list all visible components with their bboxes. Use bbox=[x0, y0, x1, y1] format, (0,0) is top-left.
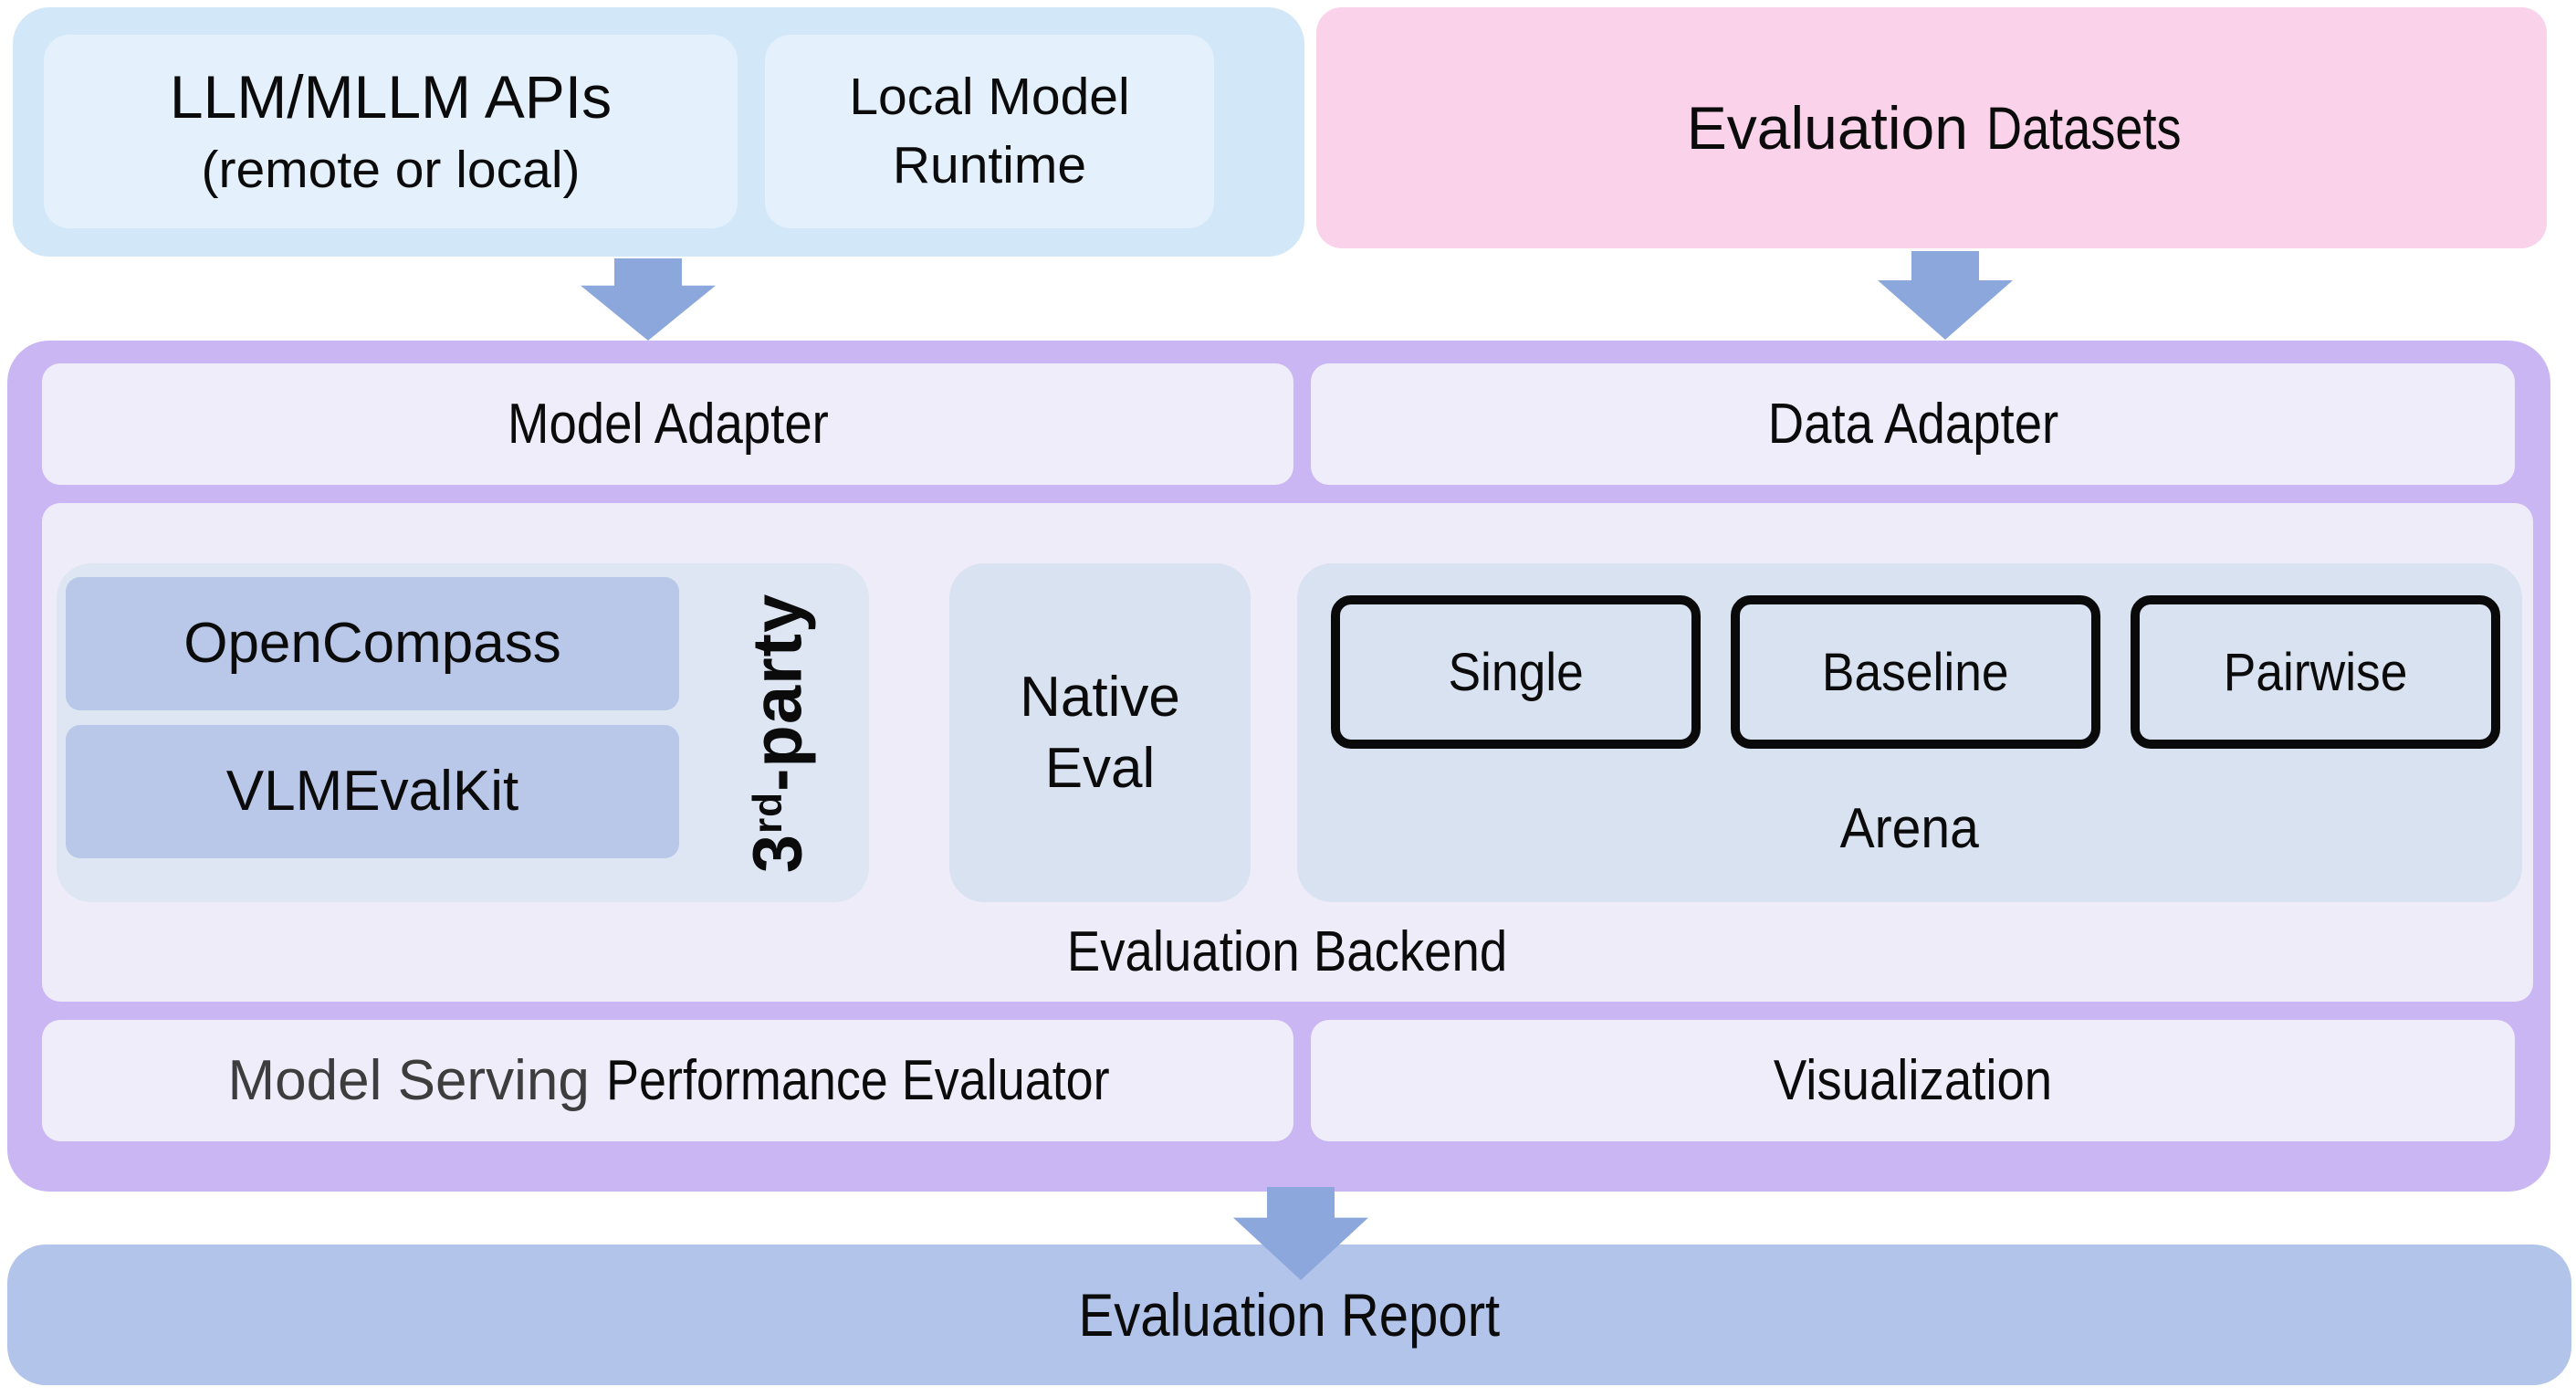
local-model-runtime-box: Local Model Runtime bbox=[765, 35, 1214, 228]
third-party-container: OpenCompass VLMEvalKit 3rd-party bbox=[57, 563, 869, 902]
model-adapter-label: Model Adapter bbox=[507, 392, 829, 456]
evaluation-datasets-word1: Evaluation bbox=[1686, 93, 1968, 162]
evaluation-backend-label: Evaluation Backend bbox=[1067, 919, 1508, 983]
arena-label: Arena bbox=[1839, 797, 1980, 860]
opencompass-box: OpenCompass bbox=[66, 577, 679, 710]
evalscope-framework-container: Model Adapter Data Adapter OpenCompass V… bbox=[7, 341, 2550, 1192]
evaluation-backend-label-row: Evaluation Backend bbox=[42, 917, 2533, 988]
native-eval-box: Native Eval bbox=[949, 563, 1251, 902]
model-adapter-box: Model Adapter bbox=[42, 363, 1293, 485]
third-party-ordinal: rd bbox=[745, 791, 791, 834]
evaluation-backend-box: OpenCompass VLMEvalKit 3rd-party Native … bbox=[42, 503, 2533, 1002]
third-party-suffix: -party bbox=[738, 593, 816, 792]
visualization-box: Visualization bbox=[1311, 1020, 2515, 1141]
native-eval-line2: Eval bbox=[1044, 736, 1156, 800]
third-party-vertical-label: 3rd-party bbox=[686, 563, 869, 902]
down-arrow-datasets-icon bbox=[1878, 251, 2013, 340]
arena-mode-pairwise-label: Pairwise bbox=[2223, 642, 2408, 702]
arena-mode-single-label: Single bbox=[1448, 642, 1584, 702]
llm-apis-title: LLM/MLLM APIs bbox=[169, 63, 613, 131]
llm-apis-subtitle: (remote or local) bbox=[201, 140, 581, 199]
evaluation-report-label: Evaluation Report bbox=[1078, 1280, 1501, 1349]
arena-mode-baseline: Baseline bbox=[1731, 595, 2100, 749]
vlmevalkit-box: VLMEvalKit bbox=[66, 725, 679, 858]
llm-apis-box: LLM/MLLM APIs (remote or local) bbox=[44, 35, 738, 228]
arena-mode-pairwise: Pairwise bbox=[2131, 595, 2500, 749]
arena-mode-baseline-label: Baseline bbox=[1822, 642, 2009, 702]
arena-mode-single: Single bbox=[1331, 595, 1701, 749]
native-eval-line1: Native bbox=[1020, 666, 1180, 729]
local-model-runtime-line1: Local Model bbox=[849, 67, 1130, 126]
opencompass-label: OpenCompass bbox=[183, 612, 561, 676]
performance-evaluator-label: Performance Evaluator bbox=[606, 1048, 1111, 1112]
third-party-num: 3 bbox=[738, 833, 816, 873]
data-adapter-box: Data Adapter bbox=[1311, 363, 2515, 485]
data-adapter-label: Data Adapter bbox=[1767, 392, 2058, 456]
local-model-runtime-line2: Runtime bbox=[892, 136, 1087, 194]
arena-container: Single Baseline Pairwise Arena bbox=[1297, 563, 2522, 902]
visualization-label: Visualization bbox=[1773, 1048, 2053, 1112]
down-arrow-models-icon bbox=[581, 258, 716, 341]
model-sources-group: LLM/MLLM APIs (remote or local) Local Mo… bbox=[13, 7, 1304, 257]
arena-label-row: Arena bbox=[1297, 793, 2522, 865]
model-serving-label: Model Serving bbox=[227, 1048, 590, 1112]
evaluation-datasets-word2: Datasets bbox=[1985, 93, 2182, 162]
vlmevalkit-label: VLMEvalKit bbox=[225, 760, 519, 824]
